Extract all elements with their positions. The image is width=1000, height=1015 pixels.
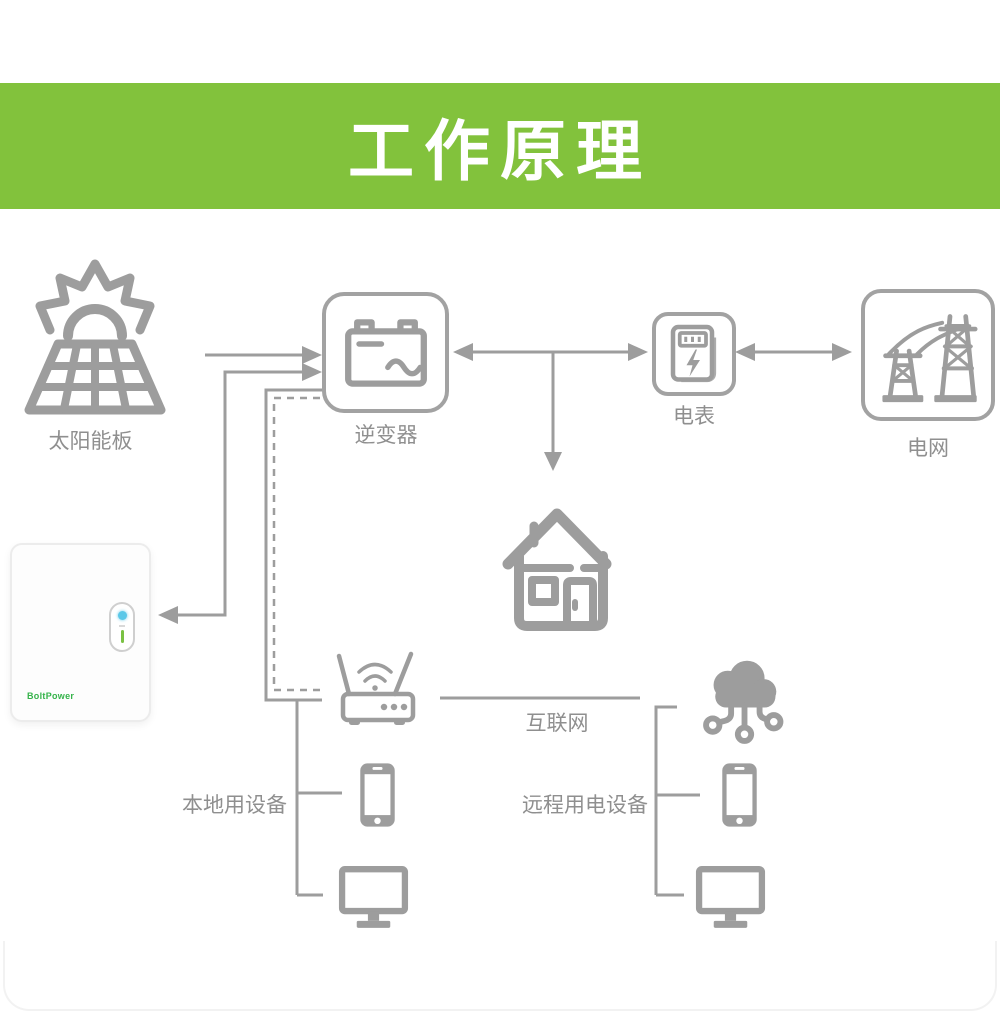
inverter-box [322, 292, 449, 413]
meter-icon [670, 324, 717, 383]
inverter-label: 逆变器 [354, 424, 418, 447]
page-title: 工作原理 [348, 114, 652, 188]
grid-label: 电网 [907, 437, 949, 460]
battery-indicator-panel [109, 602, 135, 652]
grid-box [861, 289, 995, 421]
meter-label: 电表 [673, 405, 715, 428]
internet-cloud-icon [703, 660, 784, 744]
line-internet-to-remote-devices [654, 705, 700, 897]
arrow-inverter-meter [453, 343, 648, 471]
router-icon [336, 651, 416, 725]
solar-panel-icon [24, 259, 166, 415]
arrow-battery-to-inverter [158, 363, 322, 624]
battery-brand-logo: BoltPower [27, 691, 75, 701]
house-icon [502, 508, 612, 631]
arrow-solar-to-inverter [205, 346, 322, 364]
battery-tick [119, 625, 125, 627]
inverter-battery-icon [344, 318, 427, 387]
solar-panel-label: 太阳能板 [48, 430, 133, 453]
local-devices-label: 本地用设备 [182, 794, 287, 817]
grid-towers-icon [882, 314, 978, 403]
local-monitor-icon [338, 866, 409, 928]
remote-phone-icon [722, 763, 757, 827]
line-inverter-to-router [264, 388, 342, 897]
remote-monitor-icon [695, 866, 766, 928]
internet-label: 互联网 [525, 712, 589, 735]
meter-box [652, 312, 736, 396]
arrow-meter-grid [735, 343, 852, 361]
battery-led-blue [117, 611, 127, 620]
battery-charge-bar [120, 630, 124, 643]
remote-devices-label: 远程用电设备 [522, 794, 648, 817]
local-phone-icon [360, 763, 395, 827]
title-banner: 工作原理 [0, 83, 1000, 209]
dashed-line-inverter-to-router [272, 396, 320, 692]
battery-storage-unit: BoltPower [10, 543, 151, 722]
